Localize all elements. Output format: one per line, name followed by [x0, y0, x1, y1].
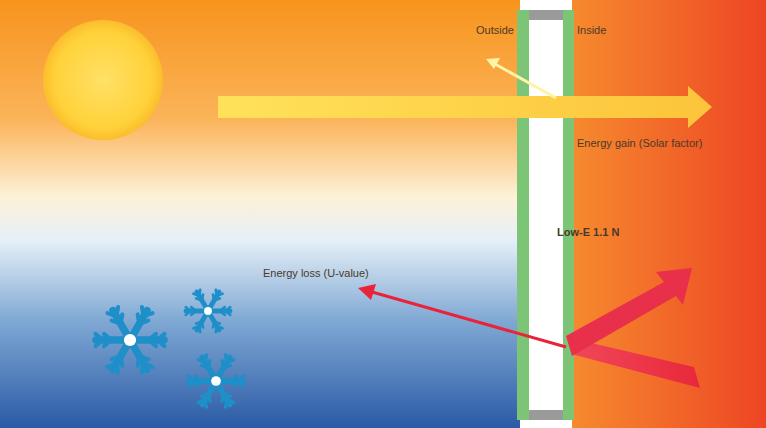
sun [43, 20, 163, 140]
solar-gain-arrow [218, 86, 712, 128]
inside-label: Inside [577, 24, 606, 37]
heat-loss-arrow [372, 292, 566, 347]
snowflake-core [204, 307, 212, 315]
reflection-arrow [495, 64, 556, 98]
spacer-bottom [529, 410, 563, 420]
outside-label: Outside [476, 24, 514, 37]
snowflake [186, 290, 231, 333]
outer-pane [517, 10, 529, 420]
snowflake [96, 307, 165, 373]
reflection-head [486, 58, 500, 69]
snowflake-core [211, 376, 221, 386]
snowflake-core [124, 334, 136, 346]
energy-gain-label: Energy gain (Solar factor) [577, 137, 702, 150]
heat-reflected-arrow [566, 268, 692, 356]
spacer-top [529, 10, 563, 20]
heat-loss-head [358, 284, 376, 300]
glass-gap [529, 10, 563, 420]
glass-type-label: Low-E 1.1 N [557, 226, 619, 239]
inner-pane [563, 10, 574, 420]
snowflake [189, 355, 244, 407]
outside-sky [0, 0, 520, 428]
energy-loss-label: Energy loss (U-value) [263, 267, 369, 280]
